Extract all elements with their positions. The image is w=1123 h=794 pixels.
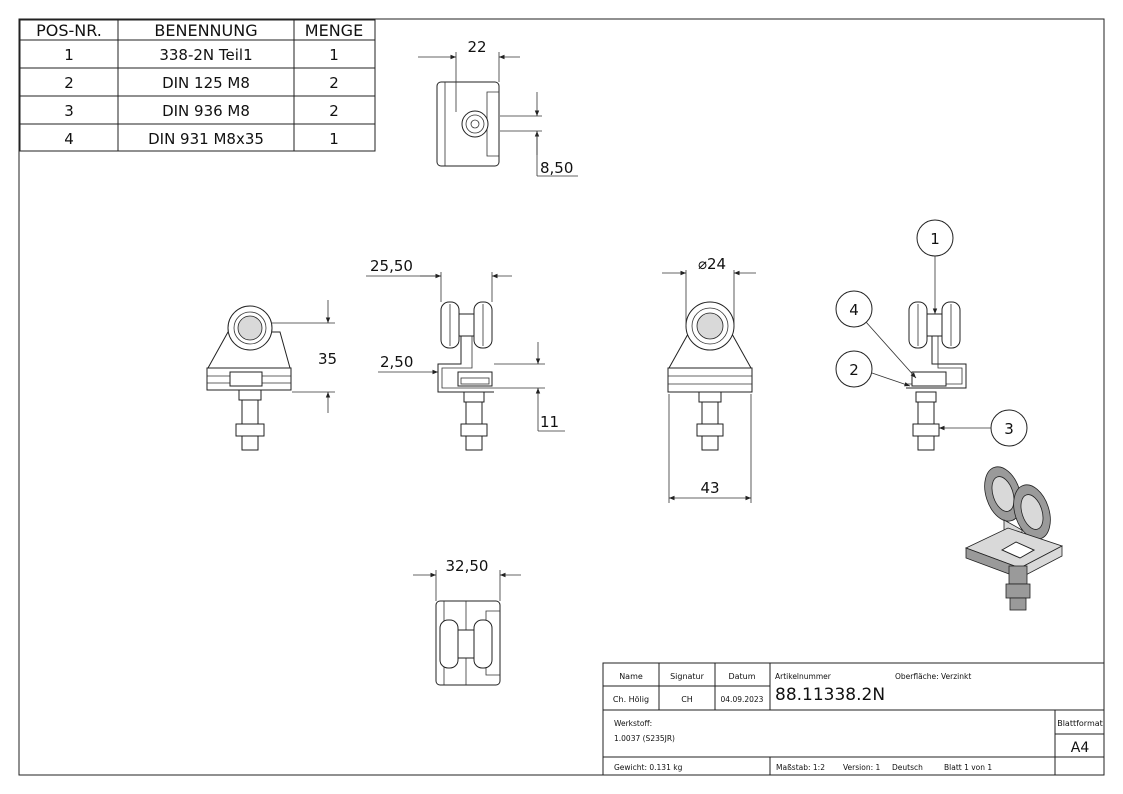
bom-table: POS-NR. BENENNUNG MENGE 1 338-2N Teil1 1… xyxy=(19,19,376,152)
bottom-view: 32,50 xyxy=(413,557,521,686)
dim-top-offset: 8,50 xyxy=(540,159,573,177)
bom-row-name: DIN 125 M8 xyxy=(162,74,250,92)
dim-front-height: 35 xyxy=(318,350,337,368)
bom-row-name: DIN 931 M8x35 xyxy=(148,130,264,148)
bom-row-pos: 3 xyxy=(64,102,74,120)
top-view: 22 8,50 xyxy=(418,38,578,177)
language: Deutsch xyxy=(892,763,923,772)
surface-value: Verzinkt xyxy=(941,672,971,681)
title-block: Name Signatur Datum Ch. Hölig CH 04.09.2… xyxy=(602,662,1105,776)
bom-row-qty: 2 xyxy=(329,74,339,92)
format-label: Blattformat xyxy=(1057,719,1103,728)
bom-row-pos: 1 xyxy=(64,46,74,64)
bom-row-pos: 4 xyxy=(64,130,74,148)
signature-label: Signatur xyxy=(670,672,705,681)
article-label: Artikelnummer xyxy=(775,672,832,681)
drawing-frame xyxy=(18,18,1105,776)
dim-bottom-width: 32,50 xyxy=(446,557,489,575)
balloon-4-label: 4 xyxy=(849,301,859,319)
drawn-by-name: Ch. Hölig xyxy=(613,695,649,704)
right-view: ⌀24 43 xyxy=(662,255,756,503)
drawn-date: 04.09.2023 xyxy=(721,695,764,704)
weight: Gewicht: 0.131 kg xyxy=(614,763,683,772)
version: Version: 1 xyxy=(843,763,880,772)
balloon-1-label: 1 xyxy=(930,230,940,248)
balloon-3-label: 3 xyxy=(1004,420,1014,438)
isometric-view xyxy=(964,466,1064,611)
material-label: Werkstoff: xyxy=(614,719,652,728)
bom-row-qty: 2 xyxy=(329,102,339,120)
dim-top-width: 22 xyxy=(467,38,486,56)
dim-right-diameter: ⌀24 xyxy=(698,255,726,273)
bom-header-qty: MENGE xyxy=(305,21,363,40)
dim-side-width: 25,50 xyxy=(370,257,413,275)
drawn-by-signature: CH xyxy=(681,695,693,704)
dim-right-width: 43 xyxy=(700,479,719,497)
dim-side-height: 11 xyxy=(540,413,559,431)
dim-side-thickness: 2,50 xyxy=(380,353,413,371)
surface-label: Oberfläche: xyxy=(895,672,939,681)
format-value: A4 xyxy=(1071,740,1090,756)
bom-row-name: DIN 936 M8 xyxy=(162,102,250,120)
detail-view: 1 4 2 3 xyxy=(835,219,1028,451)
name-label: Name xyxy=(619,672,643,681)
bom-header-name: BENENNUNG xyxy=(154,21,257,40)
bom-header-pos: POS-NR. xyxy=(36,21,102,40)
bom-row-qty: 1 xyxy=(329,46,339,64)
sheet-number: Blatt 1 von 1 xyxy=(944,763,992,772)
front-view: 35 xyxy=(206,300,337,451)
balloon-4 xyxy=(835,290,873,328)
bom-row-name: 338-2N Teil1 xyxy=(159,46,252,64)
bom-row-pos: 2 xyxy=(64,74,74,92)
side-view: 25,50 2,50 11 xyxy=(366,257,565,451)
material-value: 1.0037 (S235JR) xyxy=(614,734,675,743)
scale: Maßstab: 1:2 xyxy=(776,763,825,772)
balloon-2 xyxy=(835,350,873,388)
bom-row-qty: 1 xyxy=(329,130,339,148)
article-number: 88.11338.2N xyxy=(775,685,885,705)
date-label: Datum xyxy=(728,672,755,681)
balloon-2-label: 2 xyxy=(849,361,859,379)
